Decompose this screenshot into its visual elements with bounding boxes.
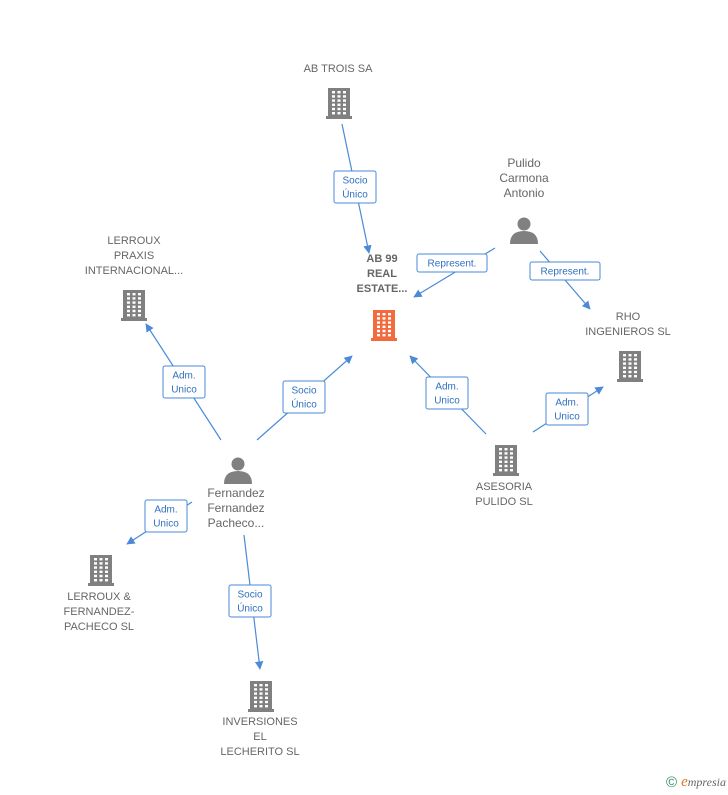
brand-logo[interactable]: empresia (681, 774, 726, 790)
building-icon[interactable] (88, 555, 114, 586)
node-lerroux-fp[interactable]: LERROUX &FERNANDEZ-PACHECO SL (64, 555, 135, 633)
svg-text:Represent.: Represent. (428, 259, 477, 270)
building-icon[interactable] (371, 310, 397, 341)
node-label[interactable]: AB TROIS SA (304, 63, 374, 75)
edge-pulido-rho: Represent. (529, 250, 601, 310)
edge-label[interactable]: Adm.Unico (425, 376, 469, 410)
edge-label[interactable]: Adm.Unico (545, 392, 589, 426)
svg-text:Adm.Unico: Adm.Unico (554, 398, 580, 423)
node-label[interactable]: LERROUX &FERNANDEZ-PACHECO SL (64, 591, 135, 633)
svg-text:Represent.: Represent. (541, 267, 590, 278)
edge-label[interactable]: Represent. (416, 253, 488, 273)
svg-text:Adm.Unico: Adm.Unico (171, 371, 197, 396)
building-icon[interactable] (617, 351, 643, 382)
building-icon[interactable] (121, 290, 147, 321)
person-icon[interactable] (224, 457, 252, 485)
person-icon[interactable] (510, 217, 538, 245)
footer-credit: © empresia (666, 774, 726, 791)
building-icon[interactable] (326, 88, 352, 119)
svg-text:Adm.Unico: Adm.Unico (434, 382, 460, 407)
edge-fernandez-lerroux-fp: Adm.Unico (126, 499, 193, 545)
copyright-icon: © (666, 774, 678, 791)
edge-label[interactable]: Adm.Unico (144, 499, 188, 533)
node-abtrois[interactable]: AB TROIS SA (304, 63, 374, 119)
edge-asesoria-ab99: Adm.Unico (409, 355, 487, 435)
building-icon[interactable] (493, 445, 519, 476)
edge-fernandez-lerroux-praxis: Adm.Unico (145, 323, 222, 441)
svg-text:Adm.Unico: Adm.Unico (153, 505, 179, 530)
edge-label[interactable]: Represent. (529, 261, 601, 281)
edge-pulido-ab99: Represent. (413, 247, 496, 298)
edge-label[interactable]: Adm.Unico (162, 365, 206, 399)
building-icon[interactable] (248, 681, 274, 712)
edge-asesoria-rho: Adm.Unico (532, 386, 604, 433)
